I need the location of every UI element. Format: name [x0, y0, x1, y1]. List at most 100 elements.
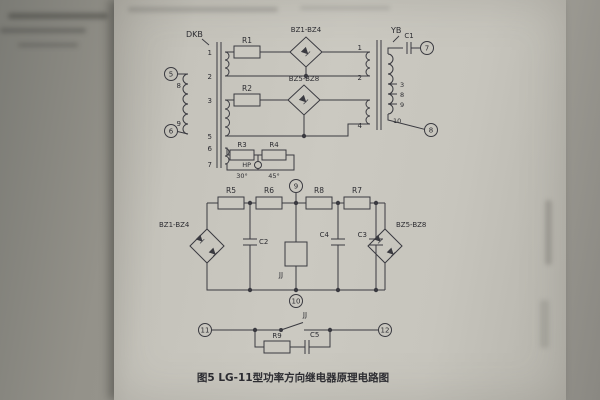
c1-label: C1 [404, 32, 413, 40]
hp-label: HP [242, 161, 251, 169]
winding-number: 2 [358, 74, 362, 82]
dkb-primary-leads [177, 73, 189, 135]
resistor-r8 [305, 196, 333, 210]
winding-number: 4 [358, 122, 363, 130]
c1-branch: C1 7 8 [404, 32, 438, 137]
dkb-winding-1-2 [224, 51, 230, 77]
c4-label: C4 [320, 231, 330, 239]
dkb-core [216, 42, 222, 168]
junction-dot [373, 287, 379, 293]
resistor-r5 [217, 196, 245, 210]
r8-label: R8 [314, 186, 324, 195]
terminal-5: 5 [164, 67, 178, 81]
r5-label: R5 [226, 186, 236, 195]
yb-primary-coil-a [365, 51, 371, 77]
terminal-10: 10 [289, 294, 303, 308]
winding-number: 3 [208, 97, 212, 105]
bz1-bz4-label: BZ1-BZ4 [291, 26, 322, 34]
yb-secondary-wires [387, 47, 425, 130]
terminal-6: 6 [164, 124, 178, 138]
r9-label: R9 [272, 332, 281, 340]
dkb-winding-6-7 [224, 147, 230, 165]
c4-plates [331, 238, 345, 246]
terminal-12: 12 [378, 323, 392, 337]
svg-text:5: 5 [169, 71, 173, 79]
yb-core [376, 40, 382, 130]
rectifier-bridge-bz5-bz8 [287, 84, 321, 116]
paper-page [114, 0, 566, 400]
figure-caption: 图5 LG-11型功率方向继电器原理电路图 [197, 371, 389, 384]
lamp-hp-icon [254, 161, 262, 169]
junction-dot [335, 287, 341, 293]
resistor-r3 [229, 149, 255, 161]
r2-label: R2 [242, 84, 252, 93]
dkb-transformer: DKB 1 2 3 5 6 7 8 9 5 6 [164, 30, 230, 169]
diode-icon [386, 247, 396, 257]
r4-label: R4 [269, 141, 279, 149]
svg-text:7: 7 [425, 45, 429, 53]
c5-label: C5 [310, 331, 319, 339]
dkb-label: DKB [186, 30, 203, 39]
bleed-smudge [0, 28, 86, 33]
winding-number: 3 [400, 81, 404, 89]
bleed-smudge [8, 13, 108, 19]
svg-text:10: 10 [292, 298, 301, 306]
svg-text:11: 11 [201, 327, 210, 335]
rectifier-bridge-bz1-bz4-mid [189, 228, 225, 264]
junction-dot [373, 200, 379, 206]
yb-transformer: YB 1 2 4 3 8 9 10 [358, 26, 425, 130]
winding-number: 9 [400, 101, 404, 109]
winding-number: 8 [177, 82, 181, 90]
winding-number: 1 [208, 49, 212, 57]
r1-label: R1 [242, 36, 252, 45]
winding-number: 1 [358, 44, 362, 52]
r3-label: R3 [237, 141, 246, 149]
pointer-arrow-icon [201, 38, 210, 46]
junction-dot [335, 200, 341, 206]
bleed-smudge [128, 7, 278, 12]
r3-r4-wires [225, 147, 295, 171]
terminal-7: 7 [420, 41, 434, 55]
relay-coil-jj [284, 241, 308, 267]
junction-dot [303, 73, 309, 79]
svg-text:8: 8 [429, 127, 433, 135]
contact-network: 11 12 JJ R9 C5 [198, 311, 392, 354]
diode-icon [195, 234, 205, 244]
terminal-8: 8 [424, 123, 438, 137]
junction-dot [247, 287, 253, 293]
r6-label: R6 [264, 186, 274, 195]
c5-plates [304, 340, 310, 354]
rectifier-bridge-bz5-bz8-mid [367, 228, 403, 264]
svg-text:12: 12 [381, 327, 390, 335]
bz1-bz4-mid-label: BZ1-BZ4 [159, 221, 190, 229]
bleed-smudge [18, 43, 78, 47]
dkb-winding-3-5 [224, 99, 230, 137]
resistor-r9 [263, 340, 291, 354]
c1-plates [406, 42, 412, 54]
pointer-arrow-icon [392, 35, 400, 43]
winding-number: 7 [208, 161, 212, 169]
c3-label: C3 [358, 231, 367, 239]
junction-dot [247, 200, 253, 206]
bz5-bz8-label: BZ5-BZ8 [289, 75, 319, 83]
junction-dot [301, 133, 307, 139]
winding-number: 8 [400, 91, 404, 99]
yb-primary-coil-b [365, 99, 371, 125]
resistor-r6 [255, 196, 283, 210]
middle-network: R5 R6 R8 R7 9 10 BZ1-BZ4 BZ5 [159, 179, 426, 308]
bleed-smudge [545, 200, 552, 265]
winding-number: 6 [208, 145, 213, 153]
junction-dot [293, 287, 299, 293]
angle-30-label: 30° [236, 172, 248, 180]
c2-plates [243, 238, 257, 246]
resistor-r2 [233, 93, 261, 107]
bz5-bz8-mid-label: BZ5-BZ8 [396, 221, 426, 229]
winding-number: 2 [208, 73, 212, 81]
diode-icon [298, 94, 309, 105]
junction-dot [327, 327, 333, 333]
diode-icon [300, 46, 311, 57]
jj-coil-label: JJ [278, 271, 283, 279]
contact-wires [211, 322, 379, 348]
svg-text:9: 9 [294, 183, 298, 191]
